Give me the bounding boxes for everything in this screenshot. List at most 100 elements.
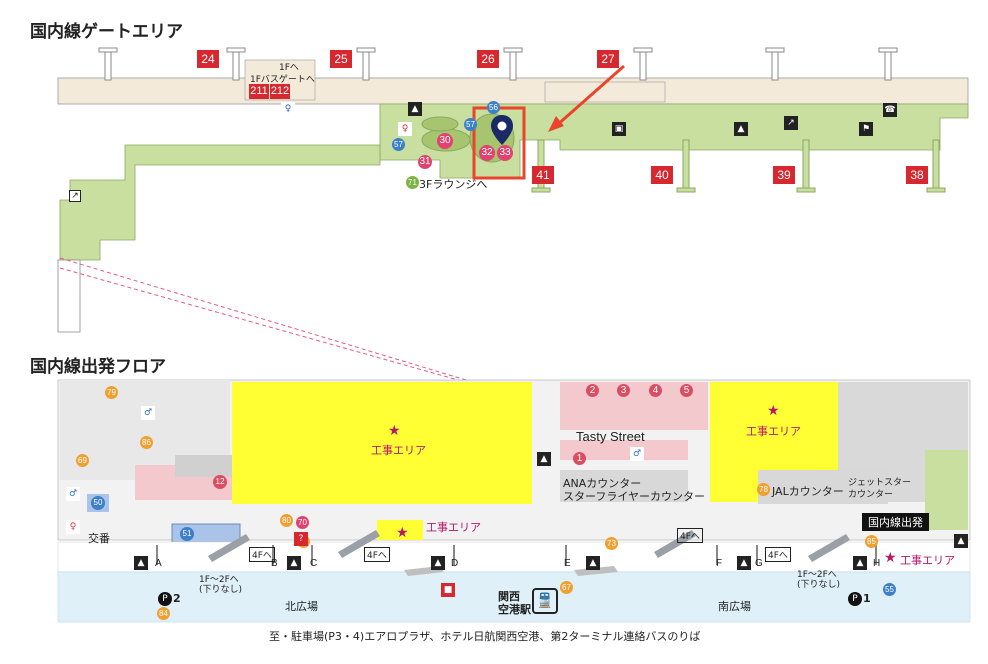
gate-211-label: 211 [249, 84, 269, 99]
gate-26-label: 26 [477, 50, 499, 68]
escalator-icon: ↗ [784, 116, 798, 130]
elevator-icon: ▲ [737, 556, 751, 570]
service-70: 70 [296, 516, 309, 529]
parking-p1-label: 1 [863, 592, 871, 605]
elevator-icon: ▲ [586, 556, 600, 570]
door-e: E [564, 558, 571, 569]
door-g: G [755, 558, 763, 569]
restroom-icon: ♀ [398, 122, 412, 136]
service-69: 69 [76, 454, 89, 467]
jal-counter-label: JALカウンター [772, 485, 844, 498]
poi-51-label: 51 [180, 527, 194, 541]
elevator-icon: ▲ [431, 556, 445, 570]
shop-1: 1 [573, 452, 586, 465]
gate-41-label: 41 [532, 166, 554, 184]
service-73: 73 [605, 537, 618, 550]
info-icon: ☎ [883, 103, 897, 117]
lounge-3f-label: 3Fラウンジへ [419, 178, 488, 191]
ana-counter-label: ANAカウンター [563, 477, 642, 490]
door-f: F [716, 558, 723, 569]
spot-30: 30 [437, 133, 453, 149]
gate-40-label: 40 [651, 166, 673, 184]
shop-5: 5 [680, 384, 693, 397]
construction-area-label-1: 工事エリア [371, 444, 426, 457]
info-icon: ? [294, 532, 308, 546]
spot-56: 56 [487, 101, 500, 114]
construction-area-label-3: 工事エリア [426, 521, 481, 534]
no-down-label-1: (下りなし) [199, 585, 243, 595]
service-84: 84 [157, 607, 170, 620]
restroom-icon: ♀ [281, 102, 295, 116]
to-1f-2f-label-1: 1F〜2Fへ [199, 575, 239, 585]
door-a: A [155, 558, 162, 569]
koban-label: 交番 [88, 532, 110, 545]
info-icon: ▣ [612, 122, 626, 136]
star-icon: ★ [388, 423, 401, 439]
construction-area-label-4: 工事エリア [900, 554, 955, 567]
to-4f-label-1: 4Fへ [249, 547, 275, 562]
info-icon: ⚑ [859, 122, 873, 136]
elevator-icon: ▲ [408, 102, 422, 116]
kansai-station-label-1: 関西 [498, 590, 520, 603]
train-icon: 🚆 [532, 588, 558, 614]
elevator-icon: ▲ [537, 452, 551, 466]
gate-27-label: 27 [597, 50, 619, 68]
restroom-icon: ♂ [141, 406, 155, 420]
elevator-icon: ▲ [287, 556, 301, 570]
parking-p2-icon: P [158, 592, 172, 606]
shop-2: 2 [586, 384, 599, 397]
no-down-label-2: (下りなし) [797, 580, 841, 590]
to-4f-label-4: 4Fへ [765, 547, 791, 562]
star-icon: ★ [396, 525, 409, 541]
poi-50-label: 50 [91, 496, 105, 510]
shop-12: 12 [213, 475, 227, 489]
restroom-icon: ♂ [66, 487, 80, 501]
kansai-station-label-2: 空港駅 [498, 603, 531, 616]
bus-gate-label: 1Fバスゲートへ [250, 75, 315, 85]
star-icon: ★ [767, 403, 780, 419]
elevator-icon: ▲ [134, 556, 148, 570]
restroom-icon: ♀ [66, 520, 80, 534]
gate-39-label: 39 [773, 166, 795, 184]
spot-33: 33 [497, 145, 513, 161]
footer-label: 至・駐車場(P3・4)エアロプラザ、ホテル日航関西空港、第2ターミナル連絡バスの… [269, 630, 701, 643]
service-80: 80 [280, 514, 293, 527]
gate-24-label: 24 [197, 50, 219, 68]
parking-p1-icon: P [848, 592, 862, 606]
tasty-street-label: Tasty Street [576, 429, 645, 444]
spot-71: 71 [406, 176, 419, 189]
jetstar-counter-label-1: ジェットスター [848, 478, 912, 488]
door-d: D [451, 558, 459, 569]
door-h: H [873, 558, 881, 569]
elevator-icon: ↗ [69, 190, 81, 202]
gate-area-title: 国内線ゲートエリア [30, 22, 183, 42]
door-c: C [310, 558, 318, 569]
to-1f-label: 1Fへ [279, 63, 299, 73]
gate-212-label: 212 [270, 84, 290, 99]
elevator-icon: ▲ [954, 534, 968, 548]
service-86: 86 [140, 436, 153, 449]
parking-p2-label: 2 [173, 592, 181, 605]
kitahiroba-label: 北広場 [285, 600, 318, 613]
info-icon: ■ [441, 583, 455, 597]
domestic-departure-badge: 国内線出発 [862, 513, 929, 531]
service-67: 67 [560, 581, 573, 594]
spot-31: 31 [418, 155, 432, 169]
star-icon: ★ [884, 550, 897, 566]
service-85: 85 [865, 535, 878, 548]
to-4f-label-3: 4Fへ [677, 528, 703, 543]
shop-4: 4 [649, 384, 662, 397]
restroom-icon: ♂ [630, 447, 644, 461]
spot-32: 32 [479, 145, 495, 161]
service-79: 79 [105, 386, 118, 399]
door-b: B [271, 558, 278, 569]
elevator-icon: ▲ [734, 122, 748, 136]
gate-25-label: 25 [330, 50, 352, 68]
jetstar-counter-label-2: カウンター [848, 490, 894, 500]
to-4f-label-2: 4Fへ [364, 547, 390, 562]
spot-57a: 57 [464, 118, 477, 131]
shop-3: 3 [617, 384, 630, 397]
minamihiroba-label: 南広場 [718, 600, 751, 613]
departure-floor-title: 国内線出発フロア [30, 357, 166, 377]
